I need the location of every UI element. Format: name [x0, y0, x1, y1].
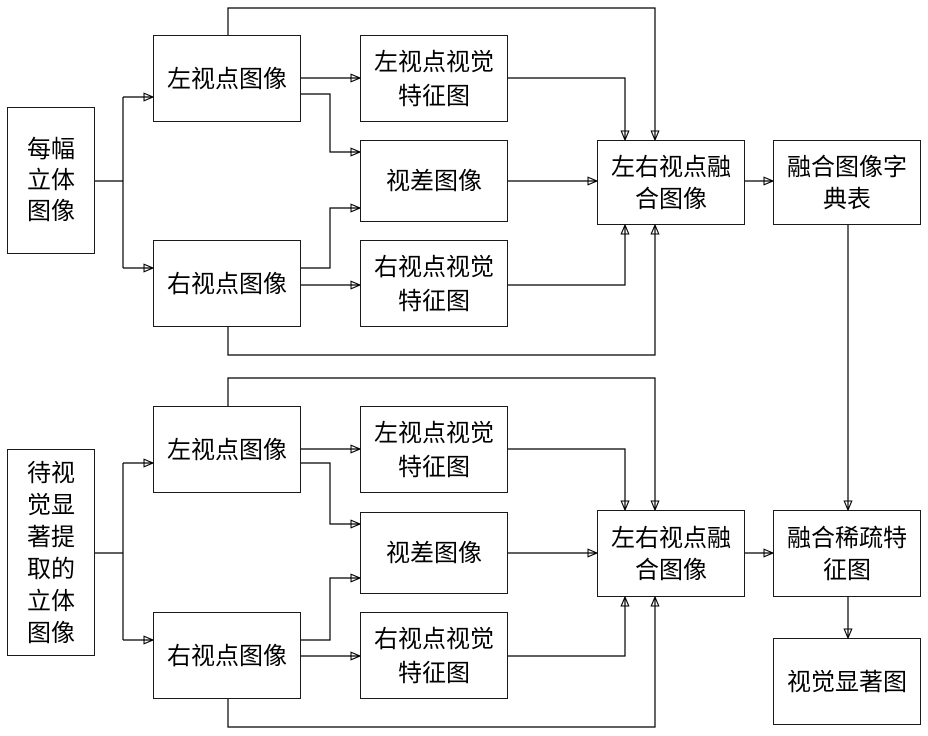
arrow-right-view-to-disparity [301, 208, 360, 268]
box-label-line: 特征图 [398, 656, 470, 690]
arrow-left-view-to-disparity [301, 94, 360, 152]
box-label-line: 视差图像 [386, 164, 482, 198]
box-label-line: 左视点图像 [167, 433, 287, 467]
left-view-image-box: 左视点图像 [153, 406, 301, 493]
box-label-line: 待视 [27, 457, 75, 489]
box-label-line: 左视点视觉 [374, 416, 494, 450]
connector-input-split [95, 97, 123, 268]
stereo-image-input-box: 每幅 立体 图像 [7, 107, 95, 254]
box-label-line: 每幅 [27, 134, 75, 165]
box-label-line: 左视点图像 [167, 62, 287, 96]
box-label-line: 取的 [27, 553, 75, 585]
box-label-line: 著提 [27, 521, 75, 553]
box-label-line: 融合图像字 [787, 151, 907, 183]
box-label-line: 视差图像 [386, 536, 482, 570]
right-view-visual-feature-box: 右视点视觉 特征图 [360, 612, 508, 699]
box-label-line: 右视点图像 [167, 639, 287, 673]
box-label-line: 特征图 [398, 284, 470, 318]
box-label-line: 右视点视觉 [374, 622, 494, 656]
box-label-line: 特征图 [398, 79, 470, 113]
left-right-fusion-image-box: 左右视点融 合图像 [597, 140, 745, 225]
right-view-image-box: 右视点图像 [153, 240, 301, 327]
box-label-line: 典表 [823, 183, 871, 215]
box-label-line: 融合稀疏特 [787, 522, 907, 554]
box-label-line: 征图 [823, 554, 871, 586]
box-label-line: 右视点图像 [167, 267, 287, 301]
box-label-line: 图像 [27, 617, 75, 649]
target-stereo-image-input-box: 待视 觉显 著提 取的 立体 图像 [7, 449, 95, 656]
disparity-image-box: 视差图像 [360, 140, 508, 222]
right-view-visual-feature-box: 右视点视觉 特征图 [360, 240, 508, 327]
box-label-line: 合图像 [635, 554, 707, 586]
fusion-sparse-feature-box: 融合稀疏特 征图 [773, 510, 921, 597]
fusion-image-dictionary-box: 融合图像字 典表 [773, 140, 921, 225]
box-label-line: 立体 [27, 165, 75, 196]
box-label-line: 觉显 [27, 489, 75, 521]
arrow-left-view-to-disparity [301, 463, 360, 524]
left-view-image-box: 左视点图像 [153, 35, 301, 122]
arrow-left-feature-to-fusion [508, 449, 625, 510]
box-label-line: 左右视点融 [611, 151, 731, 183]
visual-saliency-map-box: 视觉显著图 [773, 638, 921, 725]
box-label-line: 视觉显著图 [787, 665, 907, 699]
box-label-line: 特征图 [398, 450, 470, 484]
right-view-image-box: 右视点图像 [153, 612, 301, 699]
box-label-line: 左右视点融 [611, 522, 731, 554]
left-right-fusion-image-box: 左右视点融 合图像 [597, 510, 745, 597]
left-view-visual-feature-box: 左视点视觉 特征图 [360, 35, 508, 122]
arrow-right-feature-to-fusion [508, 597, 625, 656]
arrow-right-view-to-disparity [301, 578, 360, 640]
left-view-visual-feature-box: 左视点视觉 特征图 [360, 406, 508, 493]
box-label-line: 左视点视觉 [374, 45, 494, 79]
arrow-right-feature-to-fusion [508, 225, 625, 285]
box-label-line: 立体 [27, 585, 75, 617]
connector-input-split [95, 463, 123, 640]
box-label-line: 合图像 [635, 183, 707, 215]
arrow-left-feature-to-fusion [508, 78, 625, 140]
box-label-line: 右视点视觉 [374, 250, 494, 284]
disparity-image-box: 视差图像 [360, 512, 508, 594]
box-label-line: 图像 [27, 196, 75, 227]
